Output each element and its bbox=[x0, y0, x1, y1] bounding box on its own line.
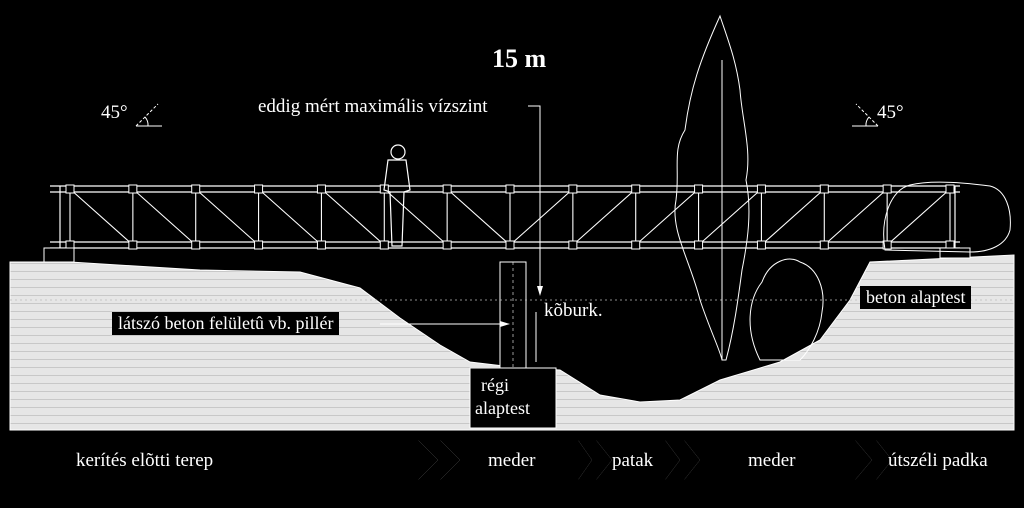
zone-label-kerites: kerítés elõtti terep bbox=[76, 450, 214, 471]
truss-node bbox=[819, 184, 829, 194]
truss-node bbox=[191, 184, 201, 194]
left-abutment bbox=[43, 247, 75, 263]
truss bbox=[50, 185, 960, 249]
truss-node bbox=[631, 240, 641, 250]
old-base bbox=[469, 367, 557, 429]
truss-diagonal bbox=[258, 188, 322, 246]
truss-node bbox=[442, 184, 452, 194]
span-title: 15 m bbox=[492, 44, 547, 73]
truss-node bbox=[442, 240, 452, 250]
truss-node bbox=[128, 240, 138, 250]
angle-marker-left bbox=[135, 103, 162, 127]
truss-node bbox=[882, 240, 892, 250]
truss-diagonal bbox=[195, 188, 259, 246]
truss-node bbox=[128, 184, 138, 194]
truss-diagonal bbox=[635, 188, 699, 246]
truss-node bbox=[694, 240, 704, 250]
stone-label: kõburk. bbox=[544, 300, 603, 321]
truss-node bbox=[191, 240, 201, 250]
truss-diagonal bbox=[383, 188, 448, 246]
truss-node bbox=[756, 240, 766, 250]
truss-node bbox=[254, 184, 264, 194]
truss-diagonal bbox=[132, 188, 197, 246]
truss-node bbox=[694, 184, 704, 194]
truss-diagonal bbox=[761, 188, 825, 246]
truss-node bbox=[568, 240, 578, 250]
concrete-base-label: beton alaptest bbox=[860, 286, 972, 309]
truss-node bbox=[631, 184, 641, 194]
zone-label-meder-1: meder bbox=[488, 450, 536, 471]
truss-diagonal bbox=[572, 188, 637, 246]
truss-diagonal bbox=[509, 188, 574, 246]
truss-diagonal bbox=[886, 188, 951, 246]
truss-node bbox=[379, 240, 389, 250]
zone-label-patak: patak bbox=[612, 450, 654, 471]
truss-node bbox=[65, 184, 75, 194]
tall-tree bbox=[674, 14, 750, 361]
right-hedge bbox=[883, 181, 1011, 253]
truss-diagonal bbox=[446, 188, 511, 246]
zone-label-utszeli: útszéli padka bbox=[888, 450, 988, 471]
truss-node bbox=[568, 184, 578, 194]
water-level-leader bbox=[528, 105, 541, 292]
angle-label-right: 45° bbox=[877, 102, 904, 123]
truss-node bbox=[254, 240, 264, 250]
truss-node bbox=[819, 240, 829, 250]
truss-diagonal bbox=[321, 188, 385, 246]
truss-node bbox=[505, 184, 515, 194]
angle-marker-right bbox=[852, 103, 879, 127]
truss-node bbox=[756, 184, 766, 194]
truss-node bbox=[882, 184, 892, 194]
angle-label-left: 45° bbox=[101, 102, 128, 123]
truss-node bbox=[505, 240, 515, 250]
truss-node bbox=[316, 240, 326, 250]
shrub bbox=[749, 258, 824, 361]
water-level-label: eddig mért maximális vízszint bbox=[258, 96, 488, 117]
pillar-label: látszó beton felületû vb. pillér bbox=[112, 312, 340, 335]
old-base-label-line1: régi bbox=[481, 375, 509, 395]
person-figure bbox=[383, 144, 411, 247]
truss-node bbox=[945, 184, 955, 194]
truss-diagonal bbox=[823, 188, 888, 246]
zone-label-meder-2: meder bbox=[748, 450, 796, 471]
old-base-label-line2: alaptest bbox=[475, 398, 530, 418]
truss-diagonal bbox=[69, 188, 134, 246]
truss-node bbox=[316, 184, 326, 194]
right-abutment bbox=[939, 247, 971, 259]
truss-diagonal bbox=[698, 188, 762, 246]
